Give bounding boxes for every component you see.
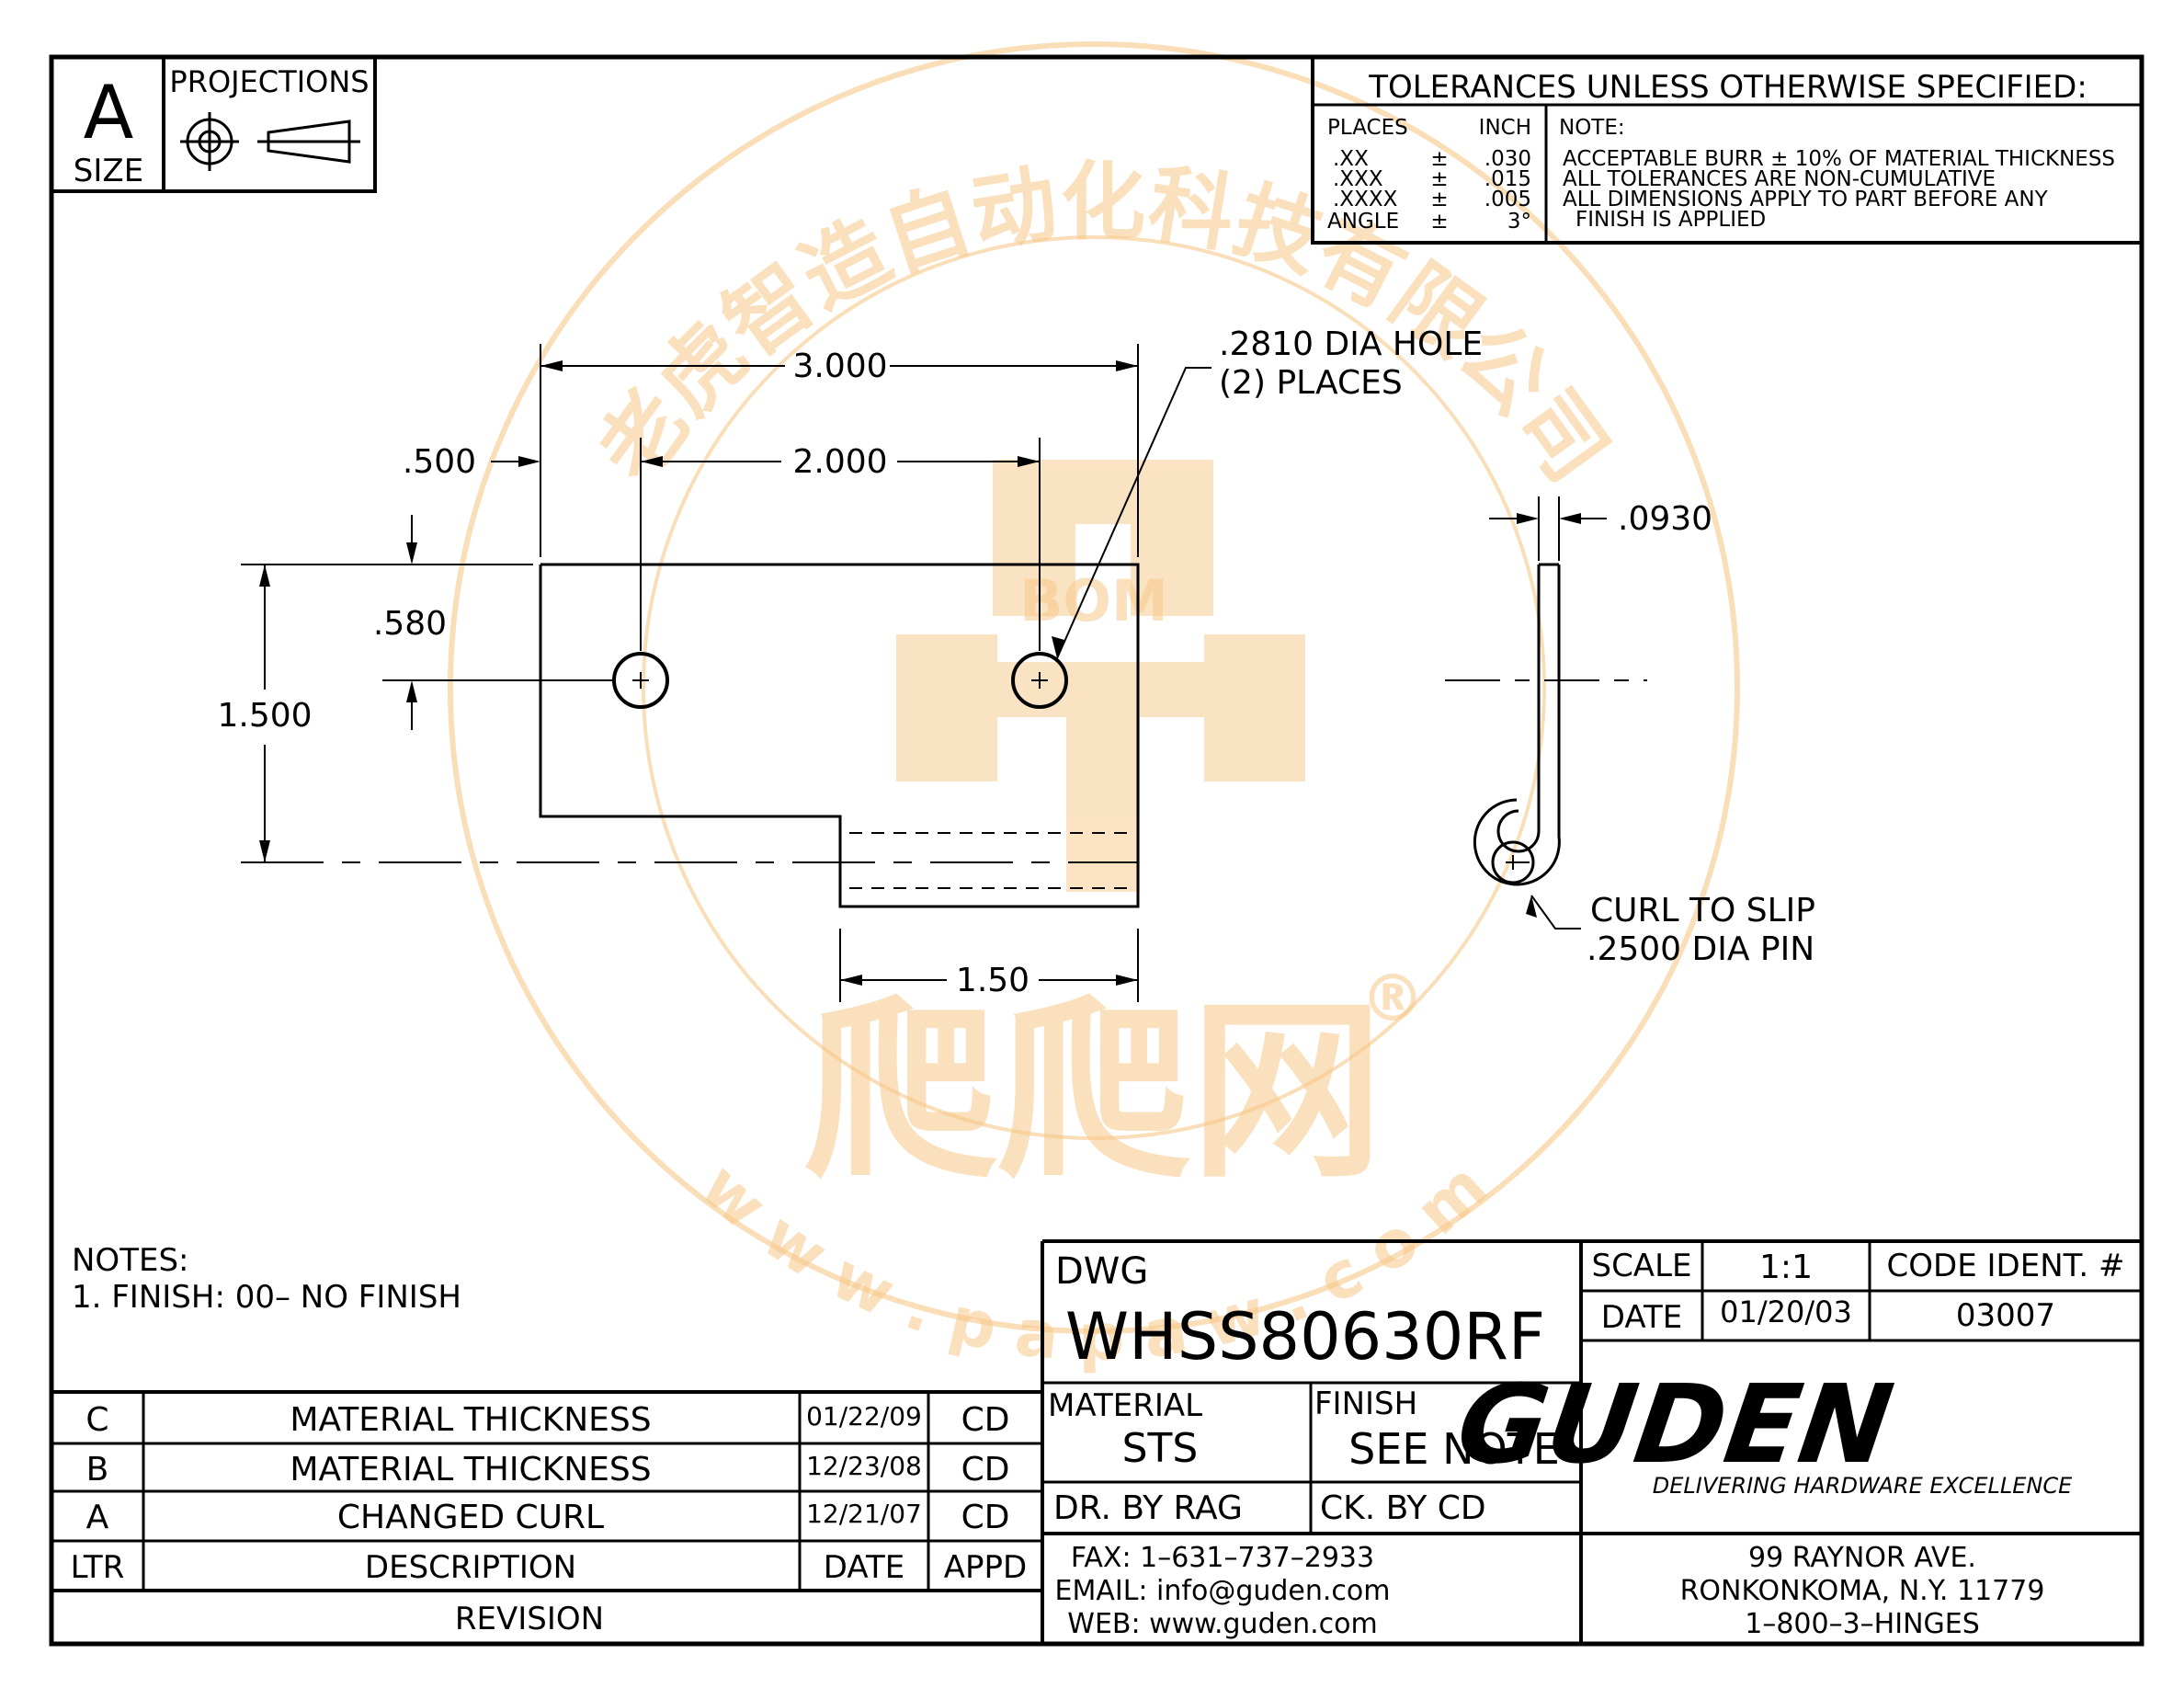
tolerance-note: ALL TOLERANCES ARE NON-CUMULATIVE (1563, 167, 1996, 191)
tol-row-value: .015 (1484, 167, 1531, 191)
watermark-bottom-text: 爬爬网 (804, 979, 1383, 1204)
watermark-logo (896, 460, 1305, 892)
revision-ltr: C (85, 1401, 108, 1439)
date-value: 01/20/03 (1720, 1295, 1852, 1329)
hole-callout-line2: (2) PLACES (1219, 364, 1403, 402)
tol-row-value: .005 (1484, 188, 1531, 211)
projection-symbol-icon (180, 112, 360, 171)
watermark-center-text: BOM (1019, 567, 1168, 634)
projections-label: PROJECTIONS (169, 64, 369, 99)
revision-appd: CD (961, 1499, 1010, 1536)
dim-overall-height: 1.500 (217, 697, 312, 735)
curl-callout-line1: CURL TO SLIP (1590, 892, 1815, 930)
tol-row-pm: ± (1430, 167, 1448, 191)
tolerances-block: TOLERANCES UNLESS OTHERWISE SPECIFIED: P… (1311, 55, 2144, 245)
tol-row-pm: ± (1430, 188, 1448, 211)
finish-label: FINISH (1314, 1386, 1417, 1422)
revision-date: 12/21/07 (806, 1499, 922, 1529)
drawn-by: DR. BY RAG (1053, 1489, 1243, 1527)
revision-description: MATERIAL THICKNESS (290, 1451, 651, 1488)
curl-callout-line2: .2500 DIA PIN (1587, 930, 1814, 968)
address-line1: 99 RAYNOR AVE. (1748, 1542, 1976, 1574)
dim-curl-length: 1.50 (956, 962, 1029, 999)
tolerances-title: TOLERANCES UNLESS OTHERWISE SPECIFIED: (1368, 69, 2087, 106)
date-label: DATE (1601, 1299, 1682, 1336)
company-name: GUDEN (1450, 1362, 1900, 1488)
address-line2: RONKONKOMA, N.Y. 11779 (1680, 1575, 2045, 1607)
tolerance-note: ALL DIMENSIONS APPLY TO PART BEFORE ANY (1563, 188, 2049, 211)
revision-footer: REVISION (455, 1601, 604, 1637)
revision-appd: CD (961, 1451, 1010, 1488)
company-logo: GUDEN DELIVERING HARDWARE EXCELLENCE (1450, 1362, 2073, 1499)
revision-header-description: DESCRIPTION (365, 1549, 576, 1586)
dwg-number: WHSS80630RF (1065, 1299, 1545, 1374)
tol-row-places: .XXXX (1333, 188, 1398, 211)
dim-edge-to-hole: .500 (403, 443, 476, 481)
tol-row-pm: ± (1430, 147, 1448, 171)
dimension-arrowheads (259, 360, 1581, 986)
web-line: WEB: www.guden.com (1067, 1608, 1377, 1640)
tol-row-places: .XX (1333, 147, 1369, 171)
revision-appd: CD (961, 1401, 1010, 1439)
notes-line1: 1. FINISH: 00– NO FINISH (72, 1279, 461, 1316)
hole-callout-line1: .2810 DIA HOLE (1219, 325, 1483, 363)
size-letter: A (84, 70, 134, 155)
tolerances-inch-header: INCH (1479, 116, 1531, 140)
revision-header-date: DATE (824, 1549, 904, 1586)
size-block: A SIZE (50, 55, 165, 193)
scale-label: SCALE (1591, 1248, 1691, 1284)
company-tagline: DELIVERING HARDWARE EXCELLENCE (1653, 1473, 2073, 1499)
revision-header-appd: APPD (944, 1549, 1027, 1586)
notes-header: NOTES: (72, 1242, 188, 1279)
code-ident-value: 03007 (1956, 1297, 2055, 1334)
material-label: MATERIAL (1048, 1387, 1202, 1424)
tol-row-pm: ± (1430, 210, 1448, 234)
revision-header-ltr: LTR (71, 1549, 125, 1586)
tolerances-places-header: PLACES (1327, 116, 1408, 140)
tol-row-places: .XXX (1333, 167, 1383, 191)
revision-ltr: A (86, 1499, 109, 1536)
size-label: SIZE (74, 153, 143, 189)
curl-profile (1473, 563, 1561, 886)
tolerances-note-header: NOTE: (1559, 116, 1625, 140)
fax-line: FAX: 1–631–737–2933 (1071, 1542, 1374, 1574)
tolerance-note: FINISH IS APPLIED (1575, 208, 1766, 232)
watermark-registered: ® (1360, 961, 1425, 1036)
revision-row: B MATERIAL THICKNESS 12/23/08 CD (86, 1451, 1010, 1488)
dim-thickness: .0930 (1618, 500, 1712, 538)
revision-header-row: LTR DESCRIPTION DATE APPD (71, 1549, 1028, 1586)
code-ident-label: CODE IDENT. # (1887, 1248, 2125, 1284)
revision-date: 01/22/09 (806, 1401, 922, 1431)
projections-block: PROJECTIONS (162, 55, 377, 193)
dim-hole-spacing: 2.000 (792, 443, 887, 481)
revision-row: C MATERIAL THICKNESS 01/22/09 CD (85, 1401, 1009, 1439)
tol-row-value: .030 (1484, 147, 1531, 171)
material-value: STS (1122, 1425, 1199, 1472)
revision-ltr: B (86, 1451, 109, 1488)
sheet-border (49, 54, 2144, 1647)
revision-table (51, 1390, 1042, 1592)
finish-value: SEE NOTE (1348, 1424, 1560, 1474)
title-block-grid (1041, 1239, 2142, 1644)
tolerance-note: ACCEPTABLE BURR ± 10% OF MATERIAL THICKN… (1563, 147, 2115, 171)
tol-row-value: 3° (1507, 210, 1531, 234)
tol-row-places: ANGLE (1327, 210, 1399, 234)
dim-hole-height: .580 (373, 605, 447, 643)
email-line: EMAIL: info@guden.com (1054, 1575, 1390, 1607)
revision-description: CHANGED CURL (337, 1499, 604, 1536)
revision-row: A CHANGED CURL 12/21/07 CD (86, 1499, 1010, 1536)
hole-right (1011, 652, 1068, 709)
revision-description: MATERIAL THICKNESS (290, 1401, 651, 1439)
phone-line: 1–800–3–HINGES (1745, 1608, 1980, 1640)
scale-value: 1:1 (1759, 1249, 1813, 1286)
part-front-view (241, 563, 1140, 908)
checked-by: CK. BY CD (1320, 1489, 1486, 1527)
dwg-label: DWG (1055, 1250, 1148, 1293)
part-side-view (1445, 563, 1647, 886)
revision-date: 12/23/08 (806, 1451, 922, 1481)
dim-overall-width: 3.000 (792, 348, 887, 385)
